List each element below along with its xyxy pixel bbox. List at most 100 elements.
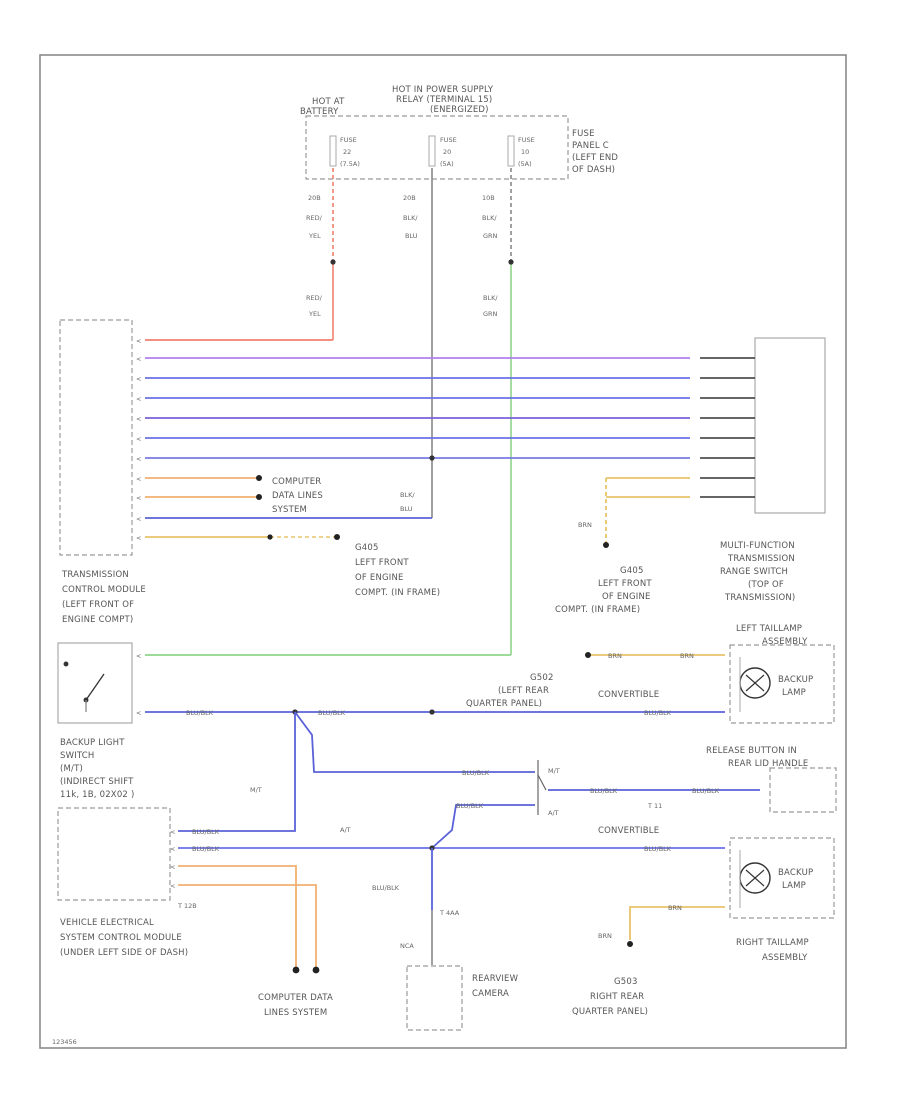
fuse-panel	[305, 115, 569, 180]
vecm-wires	[178, 847, 725, 970]
nca-label: NCA	[400, 942, 414, 950]
computer-data-lines-label-2: COMPUTER DATA LINES SYSTEM	[258, 993, 336, 1018]
fuse-panel-label: FUSE PANEL C (LEFT END OF DASH)	[572, 129, 621, 175]
vecm-label: VEHICLE ELECTRICAL SYSTEM CONTROL MODULE…	[60, 918, 188, 958]
splice-dot	[429, 709, 435, 715]
rearview-camera	[406, 965, 463, 1031]
connector-dot	[312, 966, 320, 974]
fuse-10-label: FUSE 10 (5A)	[518, 136, 537, 168]
release-button-label: RELEASE BUTTON IN REAR LID HANDLE	[706, 746, 808, 769]
brn-label-2: BRN	[608, 652, 622, 660]
release-button-rear-lid	[769, 767, 837, 813]
fuse-20-icon	[428, 135, 436, 167]
pin-arrow: <	[136, 652, 141, 660]
wire-label-blk-blu-a: 20B BLK/ BLU	[403, 194, 420, 240]
mt-label: M/T	[548, 767, 560, 775]
connector-dot	[256, 475, 262, 481]
wire-label-red-yel-a: 20B RED/ YEL	[306, 194, 324, 240]
wire-blu-blk-vecm-mt	[178, 712, 296, 832]
wire-label-blk-blu-b: BLK/ BLU	[400, 491, 417, 513]
diagram-id: 123456	[52, 1038, 77, 1046]
wire-label-blu-blk-2: BLU/BLK	[318, 709, 346, 717]
svg-text:<: <	[136, 375, 141, 383]
brn-label-4: BRN	[668, 904, 682, 912]
wire-label-blu-blk-8: BLU/BLK	[192, 828, 220, 836]
transmission-control-module	[59, 319, 133, 556]
svg-text:<: <	[136, 355, 141, 363]
backup-lamp-label-1: BACKUP LAMP	[778, 675, 816, 698]
backup-light-switch	[57, 642, 133, 724]
computer-data-lines-label-1: COMPUTER DATA LINES SYSTEM	[272, 477, 326, 515]
fuse-22-label: FUSE 22 (7.5A)	[340, 136, 360, 168]
backup-switch-label: BACKUP LIGHT SWITCH (M/T) (INDIRECT SHIF…	[60, 738, 136, 800]
wire-label-blu-blk-5: BLU/BLK	[456, 802, 484, 810]
svg-text:<: <	[136, 515, 141, 523]
wire-blu-blk-mt	[294, 711, 535, 773]
backup-lamp-icon	[739, 850, 771, 908]
splice-dot	[508, 259, 514, 265]
tcm-pin-arrows: < < < < < < < < < < <	[136, 337, 141, 542]
backup-lamp-icon	[739, 657, 771, 712]
svg-text:<: <	[136, 395, 141, 403]
vecm-pin-arrows: < < < <	[170, 828, 175, 890]
svg-text:<: <	[136, 494, 141, 502]
wire-blu-blk-at	[431, 804, 535, 849]
svg-text:<: <	[136, 435, 141, 443]
connector-dot	[267, 534, 273, 540]
wire-label-blk-grn-a: 10B BLK/ GRN	[482, 194, 499, 240]
pin-arrow: <	[136, 709, 141, 717]
tcm-wire-bus	[145, 339, 690, 538]
svg-text:<: <	[170, 845, 175, 853]
vehicle-electrical-system-control-module	[57, 807, 171, 901]
multi-function-range-switch	[754, 337, 826, 514]
svg-text:<: <	[136, 455, 141, 463]
wire-label-blu-blk-10: BLU/BLK	[644, 845, 672, 853]
wire-label-blk-grn-b: BLK/ GRN	[483, 294, 500, 318]
wire-label-blu-blk-11: BLU/BLK	[372, 884, 400, 892]
ground-dot	[603, 542, 609, 548]
t12b-label: T 12B	[177, 902, 197, 910]
hot-in-label: HOT IN POWER SUPPLY RELAY (TERMINAL 15) …	[392, 85, 496, 115]
hot-at-label: HOT AT BATTERY	[300, 97, 347, 117]
svg-text:<: <	[170, 828, 175, 836]
wire-label-blu-blk-6: BLU/BLK	[590, 787, 618, 795]
g503-label: G503 RIGHT REAR QUARTER PANEL)	[572, 977, 648, 1017]
at-label: A/T	[548, 809, 559, 817]
connector-dot	[292, 966, 300, 974]
fuse-20-label: FUSE 20 (5A)	[440, 136, 459, 168]
diagram-frame	[39, 54, 847, 1049]
splice-dot	[429, 455, 435, 461]
svg-text:<: <	[170, 882, 175, 890]
g405-label-2: G405 LEFT FRONT OF ENGINE COMPT. (IN FRA…	[555, 566, 655, 615]
switch-contact-icon	[63, 661, 105, 712]
brn-label-5: BRN	[598, 932, 612, 940]
svg-text:<: <	[170, 863, 175, 871]
right-taillamp-assembly	[729, 837, 835, 919]
g405-label-1: G405 LEFT FRONT OF ENGINE COMPT. (IN FRA…	[355, 543, 440, 598]
convertible-label-2: CONVERTIBLE	[598, 826, 659, 836]
wire-label-blu-blk-4: BLU/BLK	[462, 769, 490, 777]
rearview-camera-label: REARVIEW CAMERA	[472, 974, 521, 999]
ground-dot	[334, 534, 340, 540]
t11-label: T 11	[647, 802, 662, 810]
right-taillamp-label: RIGHT TAILLAMP ASSEMBLY	[736, 938, 812, 963]
brn-label-3: BRN	[680, 652, 694, 660]
mfs-pin-arrows	[700, 357, 755, 498]
fuse-22-icon	[329, 135, 337, 167]
fuse-10-icon	[507, 135, 515, 167]
at-label-2: A/T	[340, 826, 351, 834]
wire-label-red-yel-b: RED/ YEL	[306, 294, 324, 318]
svg-text:<: <	[136, 475, 141, 483]
g502-label: G502 (LEFT REAR QUARTER PANEL)	[466, 673, 557, 709]
wire-label-blu-blk-7: BLU/BLK	[692, 787, 720, 795]
t4aa-label: T 4AA	[439, 909, 460, 917]
svg-text:<: <	[136, 337, 141, 345]
left-taillamp-assembly	[729, 644, 835, 724]
svg-text:<: <	[136, 415, 141, 423]
left-taillamp-label: LEFT TAILLAMP ASSEMBLY	[736, 624, 808, 647]
ground-dot	[627, 941, 633, 947]
wire-label-blu-blk-9: BLU/BLK	[192, 845, 220, 853]
connector-dot	[256, 494, 262, 500]
svg-text:<: <	[136, 534, 141, 542]
